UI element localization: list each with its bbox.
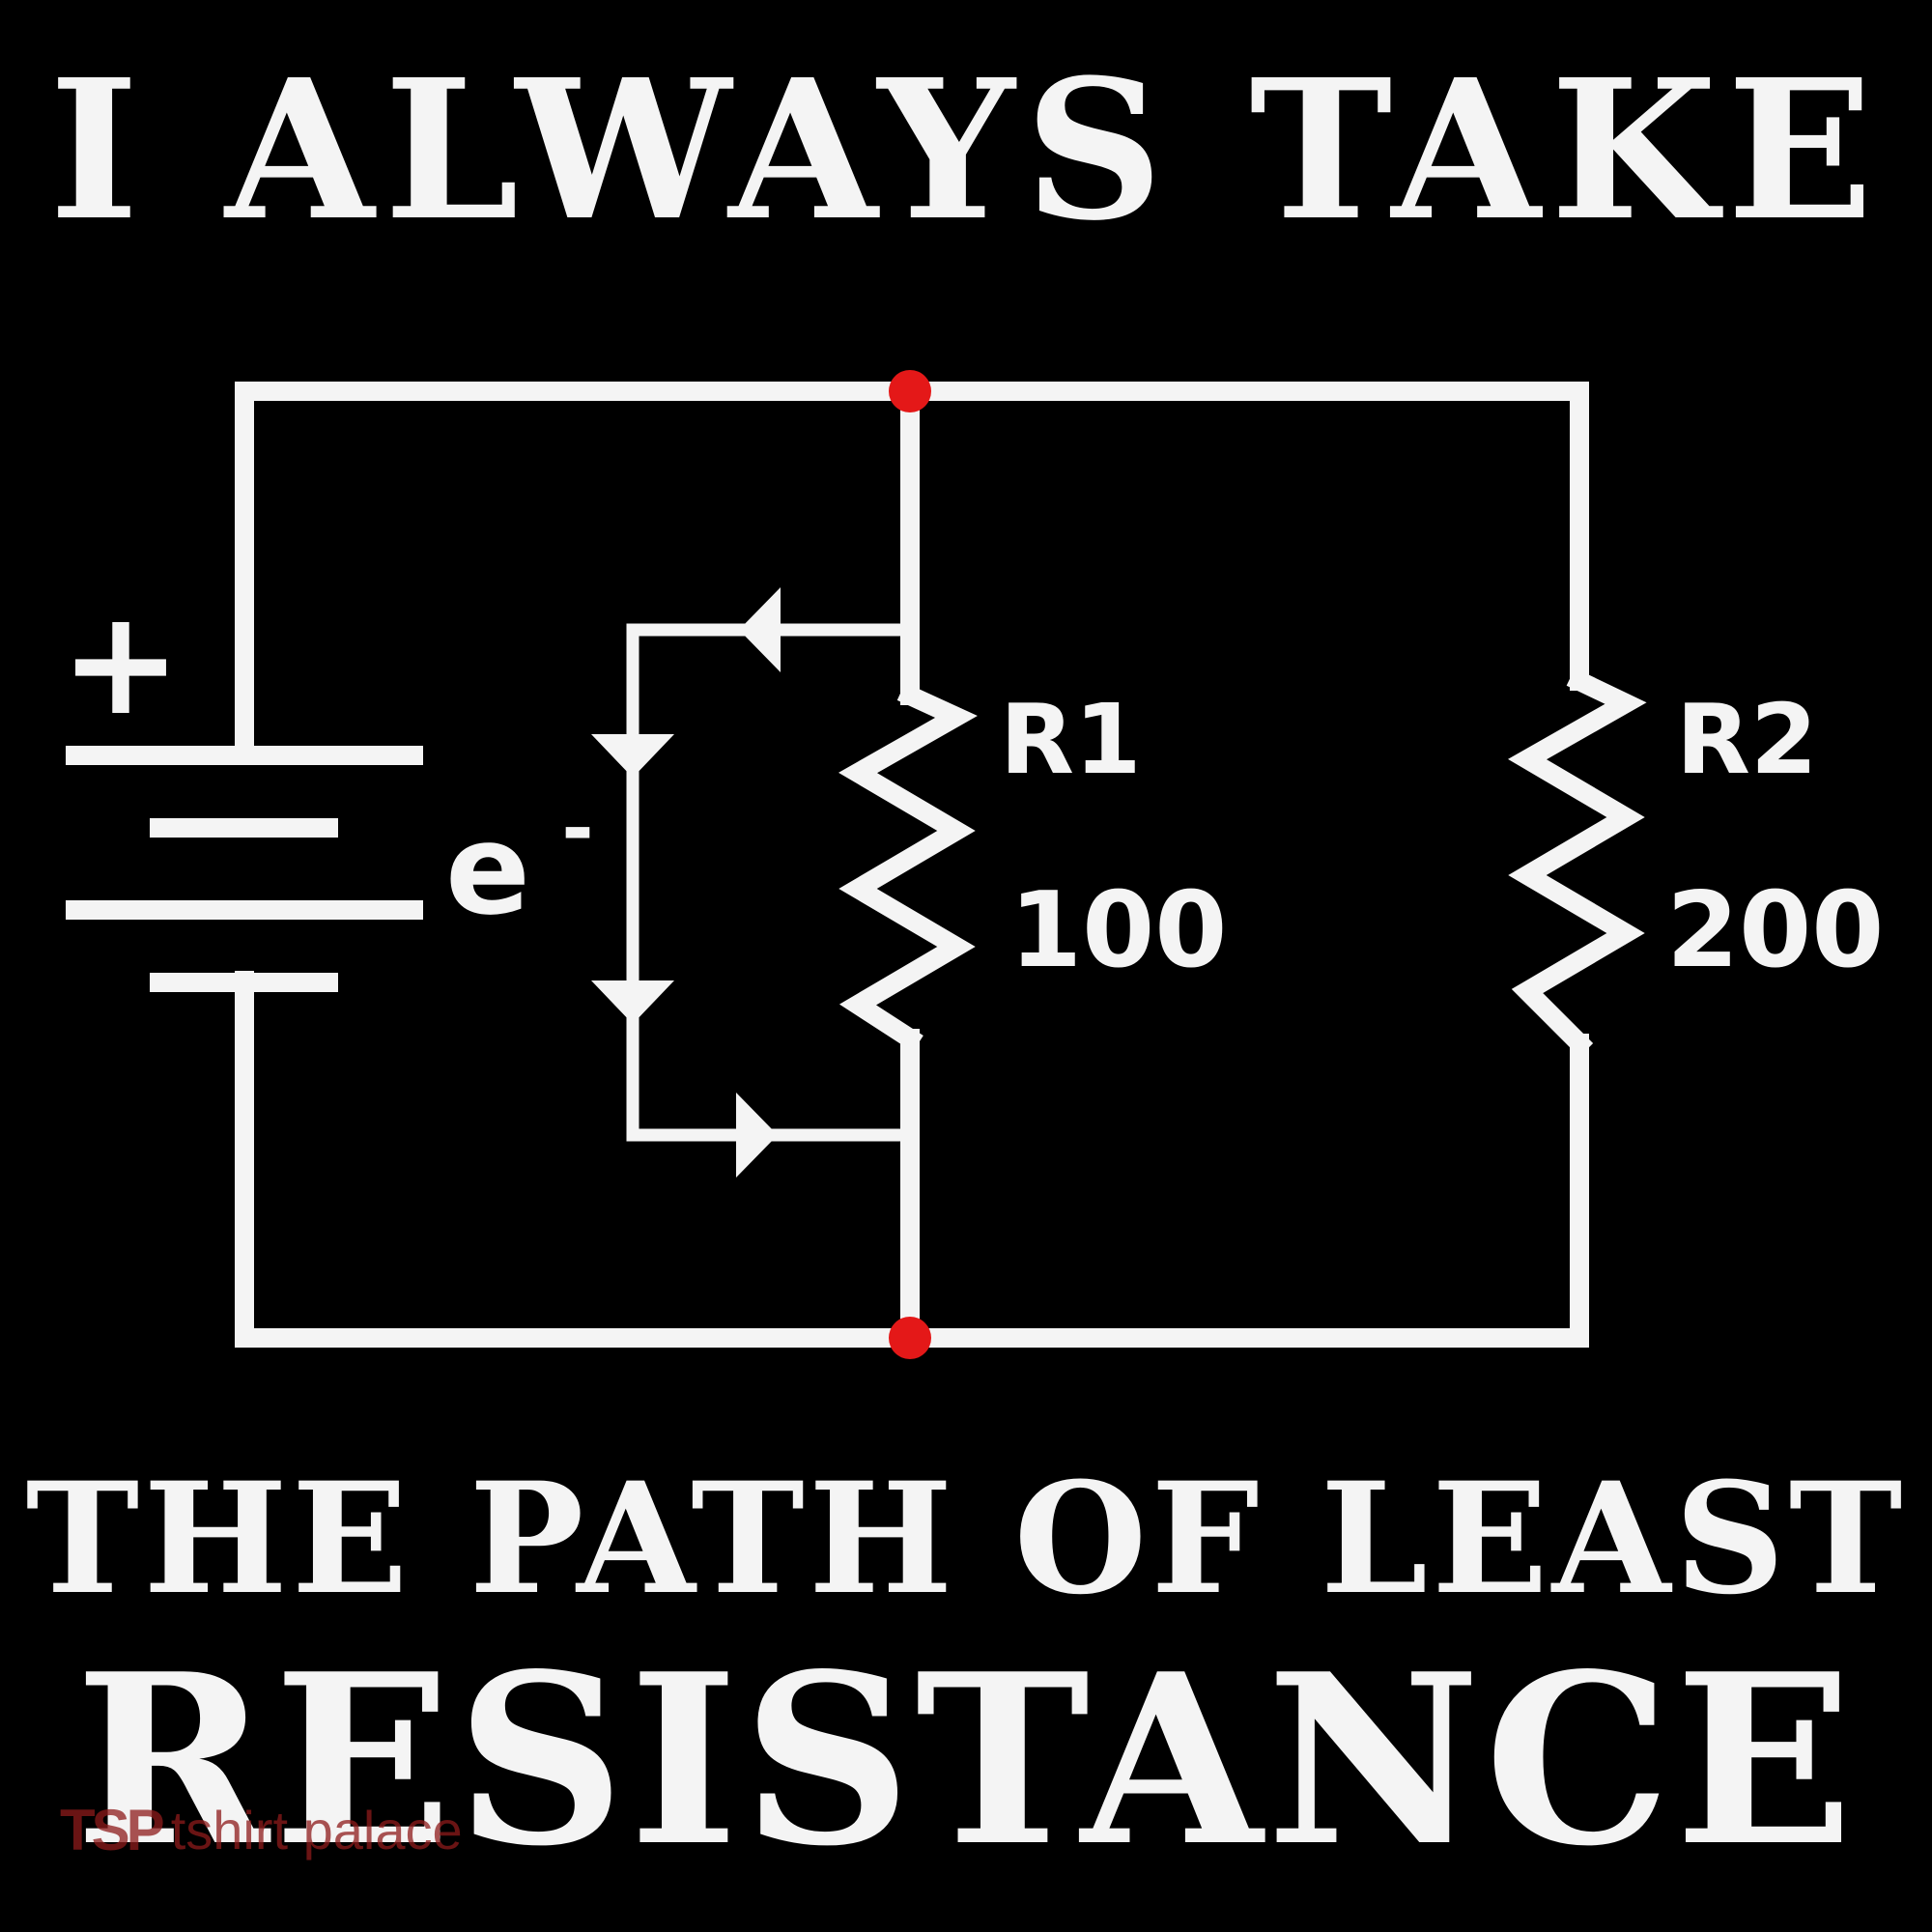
headline-bottom: RESISTANCE bbox=[74, 1623, 1858, 1898]
junction-node-bottom bbox=[889, 1317, 931, 1359]
electron-label: e bbox=[445, 796, 530, 943]
r2-name-label: R2 bbox=[1676, 683, 1818, 796]
electron-superscript: - bbox=[561, 783, 593, 873]
arrow-down-icon bbox=[591, 980, 674, 1024]
headline-top: I ALWAYS TAKE bbox=[48, 37, 1884, 263]
headline-middle: THE PATH OF LEAST bbox=[25, 1449, 1907, 1629]
arrow-right-icon bbox=[736, 1093, 778, 1178]
watermark-logo: TSP bbox=[60, 1798, 165, 1862]
r1-name-label: R1 bbox=[1000, 683, 1142, 796]
arrow-down-icon bbox=[591, 734, 674, 778]
junction-node-top bbox=[889, 370, 931, 412]
battery-plus-label: + bbox=[60, 580, 182, 748]
r1-value-label: 100 bbox=[1009, 870, 1227, 991]
resistor-r1 bbox=[838, 682, 978, 1052]
r2-value-label: 200 bbox=[1666, 870, 1884, 991]
watermark: TSP tshirt palace bbox=[60, 1797, 463, 1863]
watermark-text: tshirt palace bbox=[170, 1800, 463, 1861]
arrow-left-icon bbox=[739, 587, 781, 672]
resistor-r2 bbox=[1508, 668, 1647, 1058]
